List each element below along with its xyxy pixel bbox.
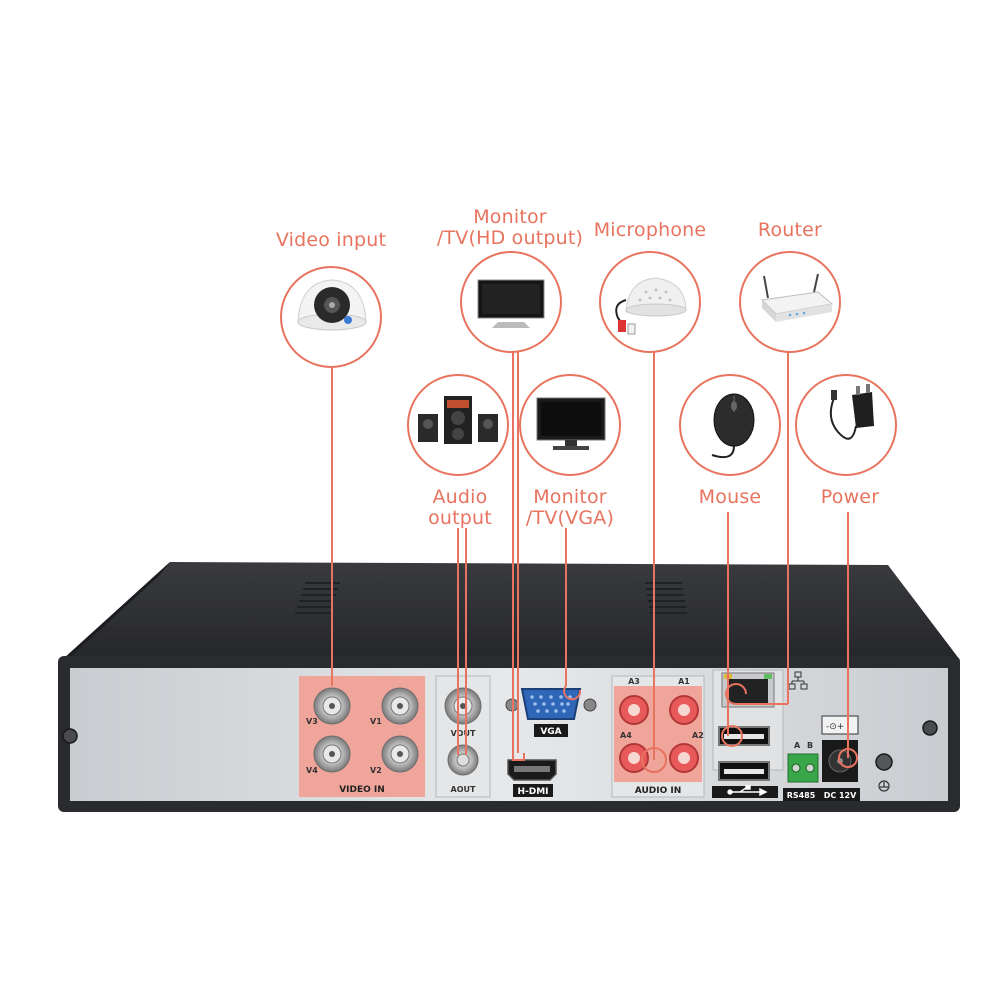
chassis-top-cover — [62, 562, 960, 660]
port-label-a1: A1 — [678, 677, 690, 686]
network-usb-block — [712, 669, 808, 798]
bubble-power — [795, 374, 897, 476]
line-hdmi-hook — [512, 753, 525, 761]
line-vga-hook — [563, 685, 582, 701]
mouse-icon — [711, 393, 755, 459]
label-router: Router — [757, 219, 823, 241]
vout-label: VOUT — [451, 729, 476, 738]
line-router-hook — [725, 683, 788, 705]
rca-a3[interactable] — [619, 695, 649, 725]
rs485-label-box — [783, 788, 820, 801]
usb-icon — [727, 785, 768, 797]
rs485-pin-a: A — [794, 741, 801, 750]
device-bubbles — [280, 251, 897, 476]
line-microphone-ring — [641, 747, 667, 773]
label-microphone: Microphone — [593, 219, 707, 241]
usb-port-2[interactable] — [718, 761, 770, 781]
audio-in-label: AUDIO IN — [635, 786, 681, 796]
router-icon — [760, 273, 834, 322]
bnc-vout[interactable] — [444, 687, 482, 725]
label-mouse: Mouse — [698, 486, 762, 508]
label-video-input: Video input — [275, 229, 387, 251]
svg-text:-⊙+: -⊙+ — [826, 722, 844, 732]
speakers-icon — [418, 396, 498, 444]
connector-lines — [331, 352, 858, 773]
hdmi-port[interactable] — [507, 759, 557, 781]
flat-tv-icon — [477, 279, 545, 328]
label-audio-output: Audio output — [428, 486, 492, 529]
microphone-icon — [615, 277, 687, 335]
bnc-v3[interactable] — [313, 687, 351, 725]
port-label-v4: V4 — [306, 766, 318, 775]
av-out-block: VOUT AOUT — [435, 675, 491, 798]
vga-port[interactable] — [505, 688, 597, 720]
rca-a1[interactable] — [669, 695, 699, 725]
port-label-v1: V1 — [370, 717, 382, 726]
hdmi-label: H-DMI — [517, 787, 548, 797]
vga-monitor-icon — [536, 397, 606, 450]
power-adapter-icon — [829, 384, 874, 440]
rca-a2[interactable] — [669, 743, 699, 773]
usb-port-1[interactable] — [718, 726, 770, 746]
label-vga-monitor: Monitor /TV(VGA) — [525, 486, 615, 529]
vga-label: VGA — [540, 727, 561, 737]
port-label-v2: V2 — [370, 766, 382, 775]
port-label-v3: V3 — [306, 717, 318, 726]
rs485-terminal[interactable]: A B — [787, 741, 819, 783]
label-power: Power — [820, 486, 880, 508]
bnc-v2[interactable] — [381, 735, 419, 773]
vent-slots-right — [645, 582, 687, 614]
line-mouse-ring — [721, 725, 743, 747]
bnc-v1[interactable] — [381, 687, 419, 725]
dc-label-box — [820, 788, 860, 801]
rca-a4[interactable] — [619, 743, 649, 773]
video-in-label: VIDEO IN — [339, 785, 385, 795]
video-in-block: V3 V1 V4 V2 VIDEO IN — [299, 676, 425, 797]
rs485-label: RS485 — [787, 791, 816, 800]
hdmi-label-box — [513, 784, 553, 797]
dc-polarity-icon: -⊙+ — [821, 715, 859, 735]
rca-aout[interactable] — [447, 744, 479, 776]
rs485-pin-b: B — [807, 741, 813, 750]
bnc-v4[interactable] — [313, 735, 351, 773]
vga-label-box — [534, 724, 568, 737]
dc-label: DC 12V — [824, 791, 857, 800]
audio-in-block: A3 A1 A4 A2 AUDIO IN — [611, 675, 705, 798]
port-label-a4: A4 — [620, 731, 632, 740]
line-power-ring — [838, 748, 858, 768]
aout-label: AOUT — [451, 785, 476, 794]
port-label-a3: A3 — [628, 677, 640, 686]
panel-screws — [62, 720, 938, 771]
label-hd-monitor: Monitor /TV(HD output) — [436, 206, 584, 249]
port-label-a2: A2 — [692, 731, 704, 740]
dome-camera-icon — [297, 279, 367, 331]
ground-icon — [878, 780, 890, 792]
chassis-left-edge — [58, 562, 170, 668]
dvr-chassis: V3 V1 V4 V2 VIDEO IN VOUT AOUT — [58, 562, 960, 812]
